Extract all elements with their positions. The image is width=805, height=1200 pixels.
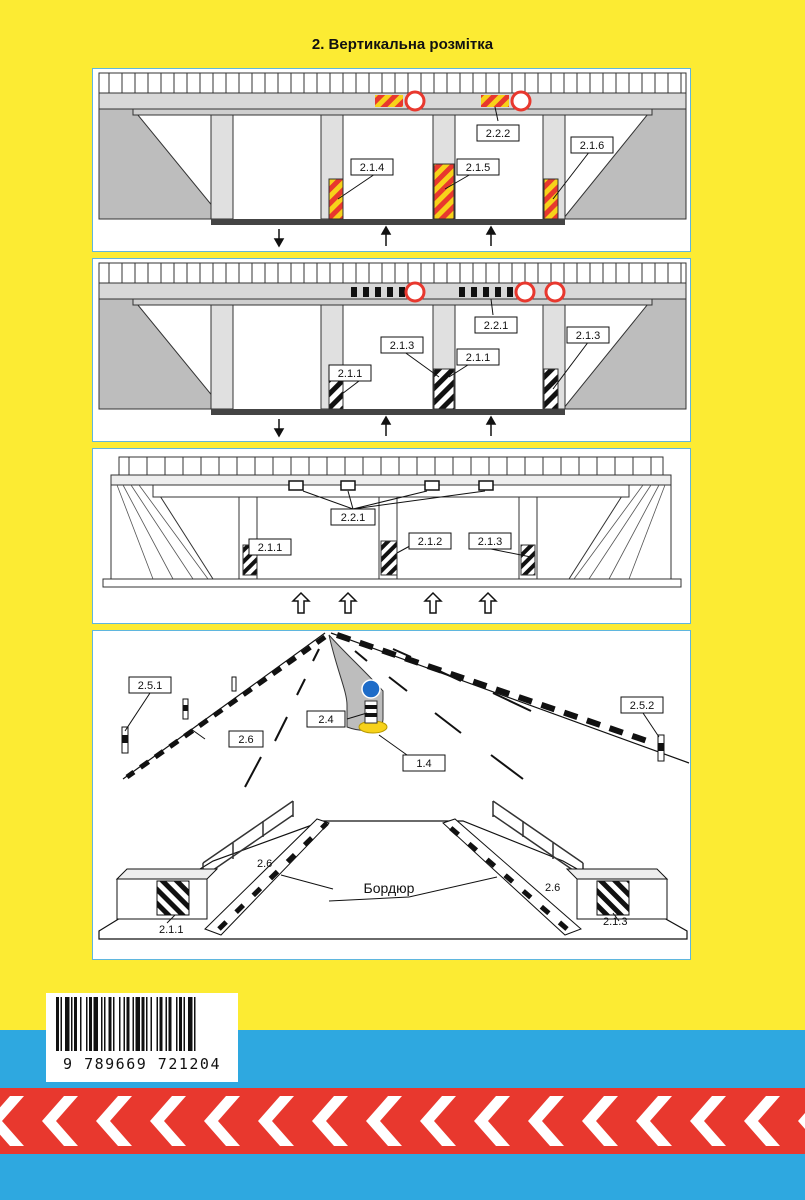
label-2-2-1: 2.2.1 [484,320,508,332]
label-1-4: 1.4 [416,758,431,770]
label-2-2-1: 2.2.1 [341,512,365,524]
chevron-stripe [0,1088,805,1154]
label-2-1-1: 2.1.1 [258,542,282,554]
barcode-bar [150,997,152,1051]
chevron-mark [0,1096,24,1146]
label-2-1-1-b: 2.1.1 [466,352,490,364]
barcode-bar [126,997,130,1051]
chevron-mark [474,1096,510,1146]
label-2-1-3: 2.1.3 [478,536,502,548]
barcode-bar [132,997,134,1051]
curb-label: Бордюр [364,880,415,896]
label-2-1-3: 2.1.3 [390,340,414,352]
label-2-5-1: 2.5.1 [138,680,162,692]
label-2-1-4: 2.1.4 [360,162,384,174]
barcode-bar [159,997,163,1051]
panel-overpass-perspective: 2.2.1 2.1.1 2.1.2 2.1.3 [92,448,691,624]
barcode-bar [71,997,73,1051]
chevron-mark [744,1096,780,1146]
curb-label-2-6-left: 2.6 [257,858,272,870]
panel-road-and-curb: 2.5.1 2.4 2.5.2 2.6 1.4 [92,630,691,960]
label-2-1-2: 2.1.2 [418,536,442,548]
barcode-bar [119,997,121,1051]
barcode: 9 789669 721204 [46,993,238,1082]
label-2-4: 2.4 [318,714,333,726]
chevron-mark [636,1096,672,1146]
barcode-bar [101,997,103,1051]
panel-overpass-black-marking: 2.1.1 2.1.3 2.1.1 2.2.1 2.1.3 [92,258,691,442]
label-2-1-3-b: 2.1.3 [576,330,600,342]
barcode-bar [113,997,115,1051]
barcode-bar [176,997,178,1051]
blue-stripe-bottom [0,1154,805,1200]
barcode-bar [194,997,196,1051]
barcode-bar [80,997,82,1051]
curb-label-2-6-right: 2.6 [545,882,560,894]
barcode-number: 9 789669 721204 [63,1055,221,1073]
barcode-bar [60,997,62,1051]
barcode-bar [65,997,70,1051]
page-title: 2. Вертикальна розмітка [311,36,494,53]
barcode-bar [168,997,172,1051]
label-2-5-2: 2.5.2 [630,700,654,712]
chevron-mark [366,1096,402,1146]
barcode-bar [179,997,182,1051]
barcode-bar [135,997,140,1051]
chevron-mark [528,1096,564,1146]
barcode-bar [93,997,98,1051]
curb-label-2-1-1: 2.1.1 [159,924,183,936]
barcode-bar [183,997,185,1051]
barcode-bar [89,997,92,1051]
barcode-bar [56,997,59,1051]
chevron-mark [150,1096,186,1146]
panel-overpass-color-marking: 2.1.4 2.1.5 2.1.6 2.2.2 [92,68,691,252]
barcode-bar [141,997,145,1051]
chevron-mark [42,1096,78,1146]
barcode-bar [156,997,158,1051]
chevron-mark [582,1096,618,1146]
chevron-mark [258,1096,294,1146]
chevron-mark [690,1096,726,1146]
chevron-mark [204,1096,240,1146]
label-2-1-6: 2.1.6 [580,140,604,152]
chevron-mark [798,1113,805,1129]
label-2-2-2: 2.2.2 [486,128,510,140]
label-2-1-1: 2.1.1 [338,368,362,380]
barcode-bar [108,997,112,1051]
barcode-bar [146,997,148,1051]
chevron-mark [96,1096,132,1146]
barcode-bar [123,997,125,1051]
chevron-mark [312,1096,348,1146]
barcode-bar [86,997,88,1051]
barcode-bar [104,997,106,1051]
chevron-mark [420,1096,456,1146]
label-2-6: 2.6 [238,734,253,746]
barcode-bar [165,997,167,1051]
label-2-1-5: 2.1.5 [466,162,490,174]
curb-label-2-1-3: 2.1.3 [603,916,627,928]
barcode-bar [74,997,77,1051]
barcode-bar [188,997,193,1051]
